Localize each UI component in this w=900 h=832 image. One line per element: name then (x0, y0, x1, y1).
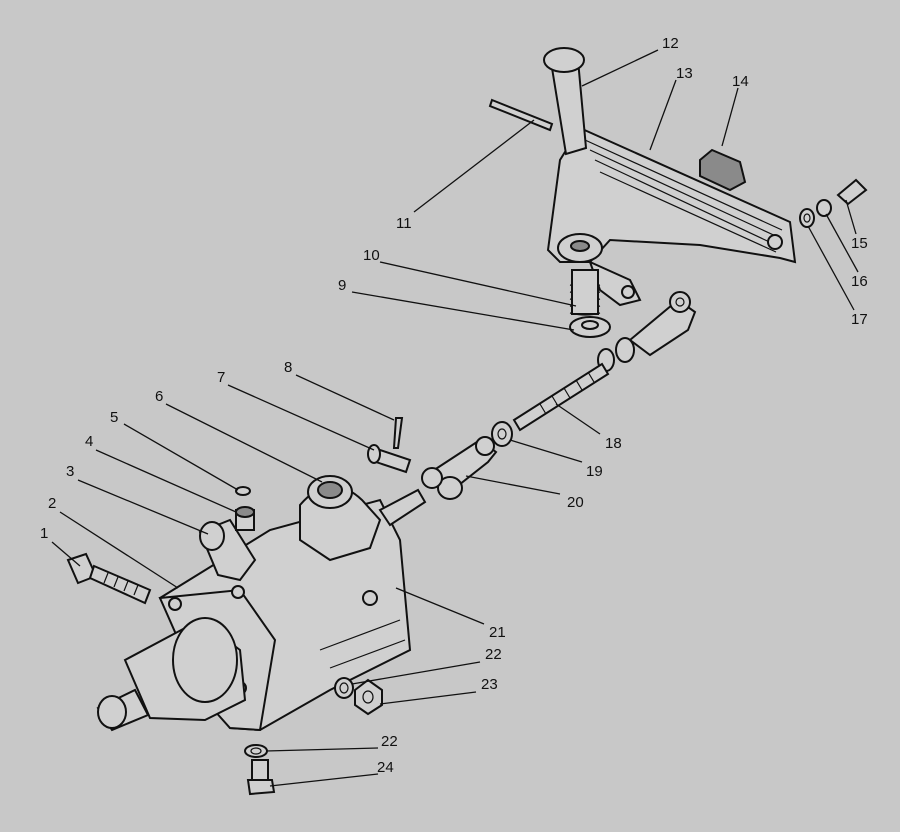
callout-22-upper: 22 (485, 646, 502, 663)
bolt-upper (836, 178, 868, 206)
washer-22a (334, 677, 354, 699)
valve-cap (96, 617, 247, 732)
cotter-pin-upper (488, 98, 554, 132)
callout-15: 15 (851, 235, 868, 252)
callout-8: 8 (284, 359, 292, 376)
leader-lines (51, 49, 859, 787)
washer-22b (244, 744, 268, 758)
washer-upper (569, 316, 611, 338)
callout-22-lower: 22 (381, 733, 398, 750)
bolt-24 (246, 759, 276, 796)
callout-10: 10 (363, 247, 380, 264)
fitting-3 (198, 518, 257, 582)
callout-2: 2 (48, 495, 56, 512)
callout-3: 3 (66, 463, 74, 480)
pivot-pin (543, 47, 588, 156)
clevis-pin (367, 444, 412, 474)
nut-19 (491, 421, 513, 447)
callout-labels: 1 2 3 4 5 6 7 8 9 10 11 12 13 14 15 16 1… (40, 35, 868, 776)
washer-16 (816, 199, 832, 217)
nut-23 (354, 678, 383, 716)
callout-19: 19 (586, 463, 603, 480)
callout-13: 13 (676, 65, 693, 82)
callout-21: 21 (489, 624, 506, 641)
pedal-pad (699, 148, 747, 192)
callout-18: 18 (605, 435, 622, 452)
callout-7: 7 (217, 369, 225, 386)
callout-12: 12 (662, 35, 679, 52)
callout-5: 5 (110, 409, 118, 426)
callout-1: 1 (40, 525, 48, 542)
seal-ring-5 (235, 486, 251, 496)
callout-24: 24 (377, 759, 394, 776)
callout-20: 20 (567, 494, 584, 511)
upper-fork (597, 291, 697, 372)
callout-14: 14 (732, 73, 749, 90)
callout-17: 17 (851, 311, 868, 328)
fitting-4 (235, 506, 255, 531)
callout-11: 11 (396, 215, 412, 232)
lower-fork (421, 436, 498, 500)
cotter-pin-8 (392, 417, 404, 449)
spring (569, 269, 601, 316)
pedal-hub (557, 233, 603, 263)
callout-23: 23 (481, 676, 498, 693)
pedal-lever (546, 126, 797, 307)
callout-4: 4 (85, 433, 93, 450)
threaded-rod (512, 362, 610, 432)
washer-17 (799, 208, 815, 228)
callout-9: 9 (338, 277, 346, 294)
callout-16: 16 (851, 273, 868, 290)
callout-6: 6 (155, 388, 163, 405)
